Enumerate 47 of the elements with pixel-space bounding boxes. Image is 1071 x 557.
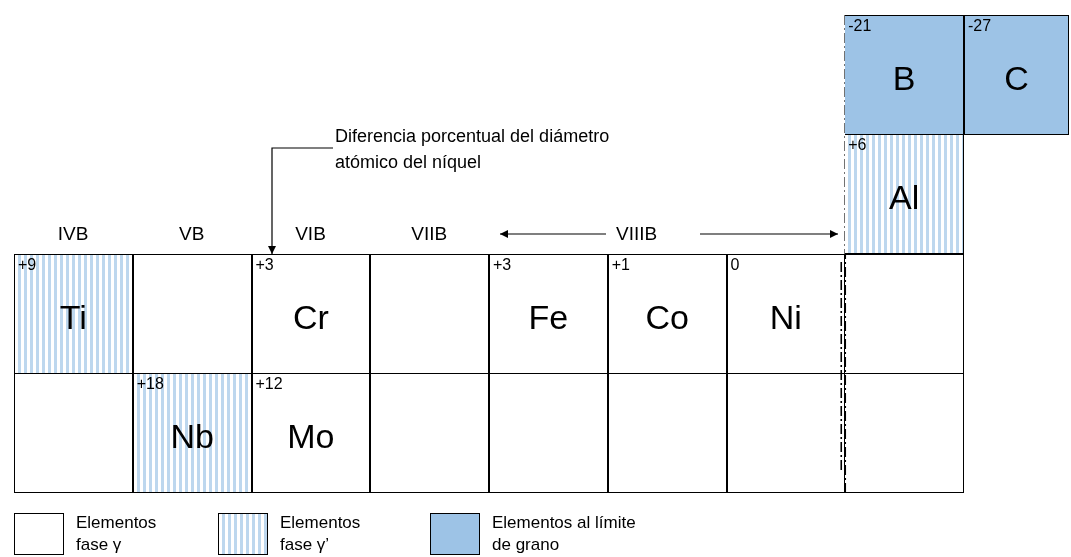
element-cell (845, 134, 964, 254)
element-symbol: C (1003, 58, 1030, 98)
percentage-value: +6 (848, 136, 867, 154)
element-cell (251, 373, 371, 493)
table-cell (489, 373, 608, 493)
percentage-value: +3 (493, 256, 512, 274)
element-cell (607, 254, 727, 374)
table-cell (370, 373, 489, 493)
table-cell (845, 373, 964, 493)
element-cell (726, 254, 846, 374)
leader-line (268, 147, 334, 255)
element-symbol: Cr (291, 297, 330, 337)
percentage-value: +9 (18, 256, 37, 274)
element-cell (845, 15, 964, 135)
legend-label: Elementos fase γ (76, 512, 158, 556)
element-symbol: Fe (527, 297, 570, 337)
element-symbol: Al (888, 177, 921, 217)
element-symbol: Mo (286, 416, 336, 456)
element-cell (14, 254, 133, 374)
percentage-value: -21 (848, 17, 872, 35)
table-cell (14, 373, 133, 493)
table-cell (845, 254, 964, 374)
element-cell (489, 254, 608, 374)
element-symbol: Nb (169, 416, 215, 456)
table-cell (607, 373, 727, 493)
percentage-value: -27 (968, 17, 992, 35)
legend-label: Elementos al límite de grano (492, 512, 637, 556)
table-cell (726, 373, 846, 493)
percentage-value: 0 (730, 256, 740, 274)
element-symbol: Ti (58, 297, 88, 337)
element-symbol: Ni (768, 297, 803, 337)
element-cell (132, 373, 252, 493)
element-symbol: B (891, 58, 917, 98)
table-cell (370, 254, 489, 374)
annotation-text: Diferencia porcentual del diámetro atómico del níquel (335, 123, 625, 175)
legend-label: Elementos fase γ’ (280, 512, 362, 556)
percentage-value: +12 (255, 375, 283, 393)
element-symbol: Co (644, 297, 690, 337)
group-label: VIB (294, 222, 327, 246)
element-cell (964, 15, 1069, 135)
group-label: IVB (56, 222, 90, 246)
group-label: VIIB (410, 222, 449, 246)
percentage-value: +1 (611, 256, 630, 274)
group-label: VB (178, 222, 206, 246)
element-cell (251, 254, 371, 374)
percentage-value: +3 (255, 256, 274, 274)
percentage-value: +18 (136, 375, 164, 393)
